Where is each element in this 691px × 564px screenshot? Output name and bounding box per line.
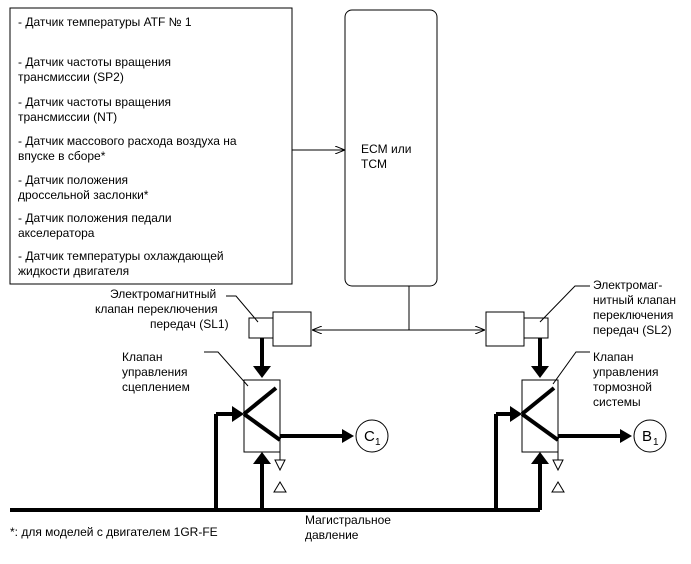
output-c1-letter: C bbox=[364, 428, 375, 445]
line-pressure-pipe bbox=[10, 412, 542, 512]
brake-valve-label: Клапан управления тормозной системы bbox=[593, 350, 662, 409]
solenoid-sl1 bbox=[248, 311, 312, 347]
ecu-box: ECM или TCM bbox=[344, 9, 438, 287]
brake-valve-leader bbox=[552, 351, 590, 385]
ecu-label: ECM или TCM bbox=[361, 142, 415, 171]
sensor-nt-label: - Датчик частоты вращения трансмиссии (N… bbox=[18, 95, 174, 124]
solenoid-sl1-label: Электромагнитный клапан переключения пер… bbox=[95, 287, 229, 331]
sl2-leader bbox=[539, 285, 590, 323]
sensor-coolant-label: - Датчик температуры охлаждающей жидкост… bbox=[18, 249, 227, 278]
sensor-throttle-label: - Датчик положения дроссельной заслонки* bbox=[18, 173, 149, 202]
clutch-control-valve bbox=[232, 338, 287, 493]
sensor-maf-label: - Датчик массового расхода воздуха на вп… bbox=[18, 134, 240, 163]
clutch-valve-label: Клапан управления сцеплением bbox=[122, 350, 191, 394]
b1-arrowhead bbox=[620, 429, 632, 443]
sensor-sp2-label: - Датчик частоты вращения трансмиссии (S… bbox=[18, 55, 174, 84]
line-pressure-label: Магистральное давление bbox=[305, 513, 394, 542]
solenoid-sl2 bbox=[485, 311, 549, 347]
solenoid-sl2-label: Электромаг- нитный клапан переключения п… bbox=[593, 278, 679, 337]
sl1-leader bbox=[226, 295, 259, 323]
footnote: *: для моделей с двигателем 1GR-FE bbox=[10, 525, 218, 539]
c1-arrowhead bbox=[342, 429, 354, 443]
output-c1: C 1 bbox=[355, 419, 389, 453]
brake-control-valve bbox=[510, 338, 565, 493]
ecu-to-sl2-arrow bbox=[408, 286, 484, 330]
output-b1-sub: 1 bbox=[653, 437, 659, 448]
clutch-valve-leader bbox=[204, 351, 249, 387]
output-c1-sub: 1 bbox=[375, 437, 381, 448]
sensor-pedal-label: - Датчик положения педали акселератора bbox=[18, 211, 175, 240]
output-b1: B 1 bbox=[633, 419, 667, 453]
sensor-list-box: - Датчик температуры ATF № 1 - Датчик ча… bbox=[9, 7, 293, 285]
output-b1-letter: B bbox=[642, 428, 652, 445]
ecu-to-sl1-arrow bbox=[313, 286, 410, 330]
sensor-atf-temp-label: - Датчик температуры ATF № 1 bbox=[18, 15, 192, 29]
